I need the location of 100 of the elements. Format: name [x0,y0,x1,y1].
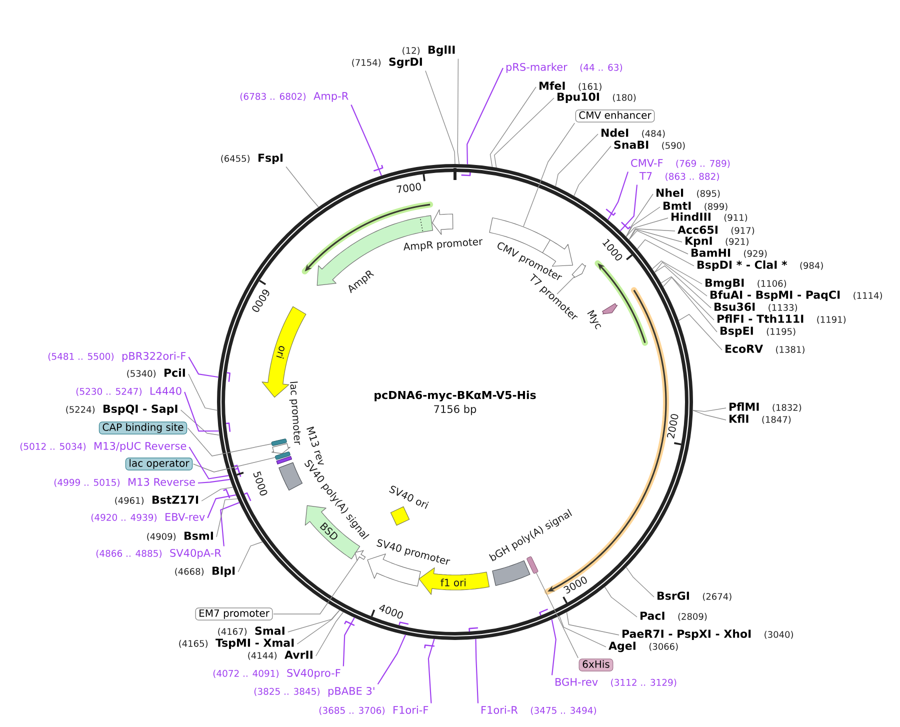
site-label: BglII [428,45,455,56]
position-label: (4167) [218,628,247,636]
primer-label: F1ori-F [394,706,428,714]
position-label: (3112 .. 3129) [611,678,676,687]
site-label: PflFI - Tth111I [718,314,804,323]
position-label: (1133) [768,304,798,312]
position-label: (929) [744,250,767,258]
position-label: (1195) [766,328,796,336]
site-label: HindIII [672,212,710,221]
site-label: Bsu36I [714,302,755,311]
primer-label: EBV-rev [166,513,205,521]
leader-line [201,486,234,502]
position-label: (4920 .. 4939) [91,514,156,522]
feature-tag: EM7 promoter [195,608,273,620]
leader-line [273,560,358,614]
site-label: AgeI [608,642,636,652]
leader-line [523,122,576,227]
position-label: (180) [612,94,636,102]
leader-line [494,98,554,168]
leader-line [216,498,238,538]
site-label: Bpu10I [558,92,599,104]
feature-label: AmpR promoter [404,238,482,252]
leader-line [425,70,456,164]
position-label: (5224) [66,406,95,414]
site-label: BamHI [692,248,730,257]
leader-line [652,260,702,284]
leader-line [620,184,638,232]
position-label: (4999 .. 5015) [54,478,120,487]
leader-line [662,277,718,332]
tick-label: 5000 [253,471,268,496]
primer-label: Amp-R [314,92,348,102]
leader-line [377,634,406,685]
leader-line [654,265,712,308]
site-label: BspEI [720,326,753,338]
leader-line [551,619,556,676]
position-label: (921) [726,238,748,246]
leader-line [184,392,219,432]
position-label: (3040) [764,630,793,639]
feature-tag: CMV enhancer [575,110,655,122]
leader-line [636,239,694,266]
position-label: (911) [724,214,748,222]
site-label: BmtI [664,202,691,210]
primer-label: T7 [639,172,652,180]
leader-line [288,610,340,632]
leader-line [192,457,276,472]
primer-label: pBABE 3' [328,686,374,697]
feature-tag: 6xHis [578,658,614,672]
leader-line [188,374,218,411]
position-label: (895) [697,190,720,198]
leader-line [286,166,319,208]
position-label: (4909) [147,532,176,541]
position-label: (3685 .. 3706) [319,706,384,715]
leader-line [220,502,240,546]
site-label: BmgBI [706,278,744,290]
site-label: FspI [258,154,282,164]
primer-label: M13/pUC Reverse [94,442,186,452]
site-label: PacI [640,612,664,620]
primer-label: CMV-F [631,158,663,167]
primer-label: SV40pro-F [287,668,340,679]
feature-block [354,550,366,562]
primer-label: SV40pA-R [170,548,222,559]
position-label: (6455) [221,154,250,163]
position-label: (4866 .. 4885) [96,550,162,558]
primer-label: pBR322ori-F [122,352,186,362]
feature-block [572,263,586,278]
leader-line [188,446,229,480]
position-label: (4668) [175,568,204,576]
leader-line [628,229,682,242]
position-label: (161) [578,82,602,91]
leader-line [678,314,722,350]
leader-line [316,612,344,656]
site-label: PaeR7I - PspXI - XhoI [622,629,751,640]
length-label: 7156 bp [434,404,476,416]
site-label: BspQI - SapI [104,404,178,416]
position-label: (12) [402,46,420,55]
feature-tag: CAP binding site [98,422,188,434]
leader-line [475,639,479,704]
site-label: BfuAI - BspMI - PaqCI [710,290,840,302]
feature-box [271,438,287,446]
leader-line [654,262,708,296]
position-label: (863 .. 882) [666,172,719,181]
position-label: (1106) [758,280,786,288]
position-label: (2809) [678,612,707,621]
site-label: NheI [656,188,684,197]
position-label: (769 .. 789) [676,160,730,168]
leader-line [490,86,536,168]
leader-line [692,410,726,420]
position-label: (899) [704,202,728,211]
site-label: BspDI * - ClaI * [698,260,788,272]
position-label: (44 .. 63) [580,64,622,72]
site-label: KflI [730,414,748,423]
position-label: (5230 .. 5247) [76,388,142,396]
leader-line [457,58,460,164]
position-label: (3066) [649,642,678,651]
leader-line [238,542,263,572]
position-label: (4961) [115,496,144,505]
position-label: (4165) [179,640,208,648]
position-label: (2674) [702,592,732,601]
site-label: Acc65I [678,226,718,234]
leader-line [604,586,638,618]
